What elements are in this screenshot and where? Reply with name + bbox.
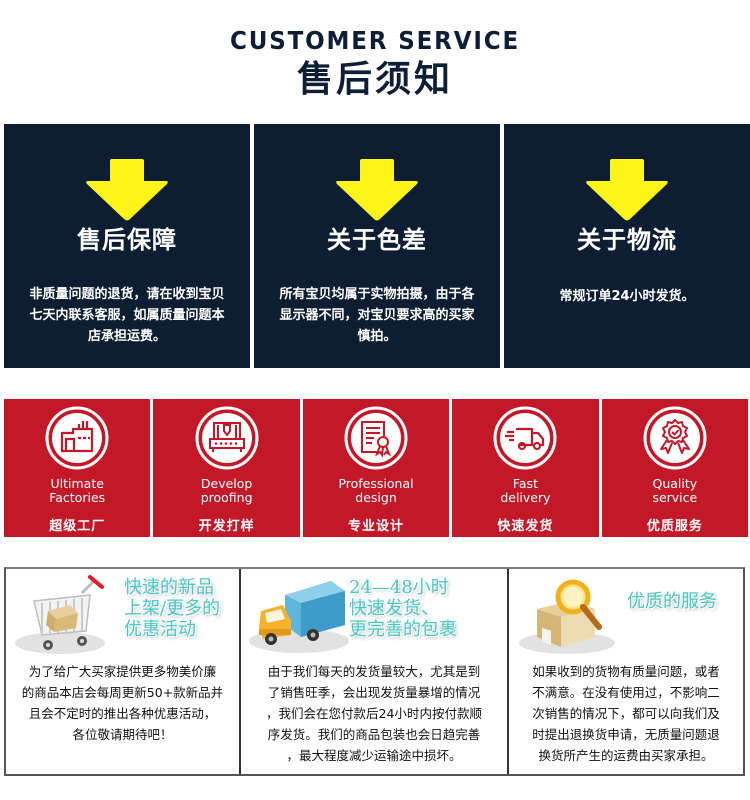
policy-desc: 常规订单24小时发货。 [559, 289, 695, 304]
policy-card-logistics: 关于物流 常规订单24小时发货。 [504, 124, 750, 368]
delivery-truck-icon [249, 581, 349, 653]
page-header: CUSTOMER SERVICE 售后须知 [0, 26, 750, 102]
down-arrow-icon [336, 159, 418, 221]
service-body: 为了给广大买家提供更多物美价廉 的商品本店会每周更新50+款新品并 且会不定时的… [21, 664, 224, 742]
service-headline: 优质的服务 [627, 591, 717, 612]
shopping-cart-icon [15, 575, 105, 654]
feature-label-zh: 优质服务 [646, 519, 703, 534]
feature-label-zh: 专业设计 [348, 519, 405, 534]
service-body: 由于我们每天的发货量较大，尤其是到 了销售旺季，会出现发货量暴增的情况 ，我们会… [266, 664, 482, 763]
policy-desc: 非质量问题的退货，请在收到宝贝七天内联系客服，如属质量问题本店承担运费。 [29, 287, 225, 344]
certificate-icon [344, 406, 408, 470]
policy-title: 关于色差 [327, 226, 427, 254]
service-body: 如果收到的货物有质量问题，或者 不满意。在没有使用过，不影响二 次销售的情况下，… [532, 664, 720, 763]
page-title-en: CUSTOMER SERVICE [229, 26, 521, 55]
down-arrow-icon [586, 159, 668, 221]
policy-title: 关于物流 [577, 226, 677, 254]
machine-icon [195, 406, 259, 470]
award-badge-icon [643, 406, 707, 470]
page-title-zh: 售后须知 [296, 59, 453, 100]
policy-desc: 所有宝贝均属于实物拍摄，由于各显示器不同，对宝贝要求高的买家慎拍。 [279, 287, 475, 344]
feature-label-zh: 超级工厂 [49, 519, 106, 534]
policy-card-after-sales: 售后保障 非质量问题的退货，请在收到宝贝七天内联系客服，如属质量问题本店承担运费… [4, 124, 250, 368]
truck-icon [493, 406, 557, 470]
down-arrow-icon [86, 159, 168, 221]
service-box-new-products: 快速的新品 上架/更多的 优惠活动 为了给广大买家提供更多物美价廉 的商品本店会… [6, 569, 239, 774]
feature-label-zh: 开发打样 [198, 519, 255, 534]
policy-title: 售后保障 [77, 226, 177, 254]
policy-cards: 售后保障 非质量问题的退货，请在收到宝贝七天内联系客服，如属质量问题本店承担运费… [4, 124, 750, 368]
service-headline: 24—48小时 快速发货、 更完善的包裹 [349, 577, 457, 640]
magnifier-box-icon [519, 579, 615, 654]
service-boxes: 快速的新品 上架/更多的 优惠活动 为了给广大买家提供更多物美价廉 的商品本店会… [4, 567, 745, 776]
service-box-quality-service: 优质的服务 如果收到的货物有质量问题，或者 不满意。在没有使用过，不影响二 次销… [507, 569, 743, 774]
policy-card-color: 关于色差 所有宝贝均属于实物拍摄，由于各显示器不同，对宝贝要求高的买家慎拍。 [254, 124, 500, 368]
service-headline: 快速的新品 上架/更多的 优惠活动 [124, 577, 221, 640]
factory-icon [45, 406, 109, 470]
feature-label-zh: 快速发货 [497, 519, 554, 534]
service-box-fast-shipping: 24—48小时 快速发货、 更完善的包裹 由于我们每天的发货量较大，尤其是到 了… [239, 569, 507, 774]
